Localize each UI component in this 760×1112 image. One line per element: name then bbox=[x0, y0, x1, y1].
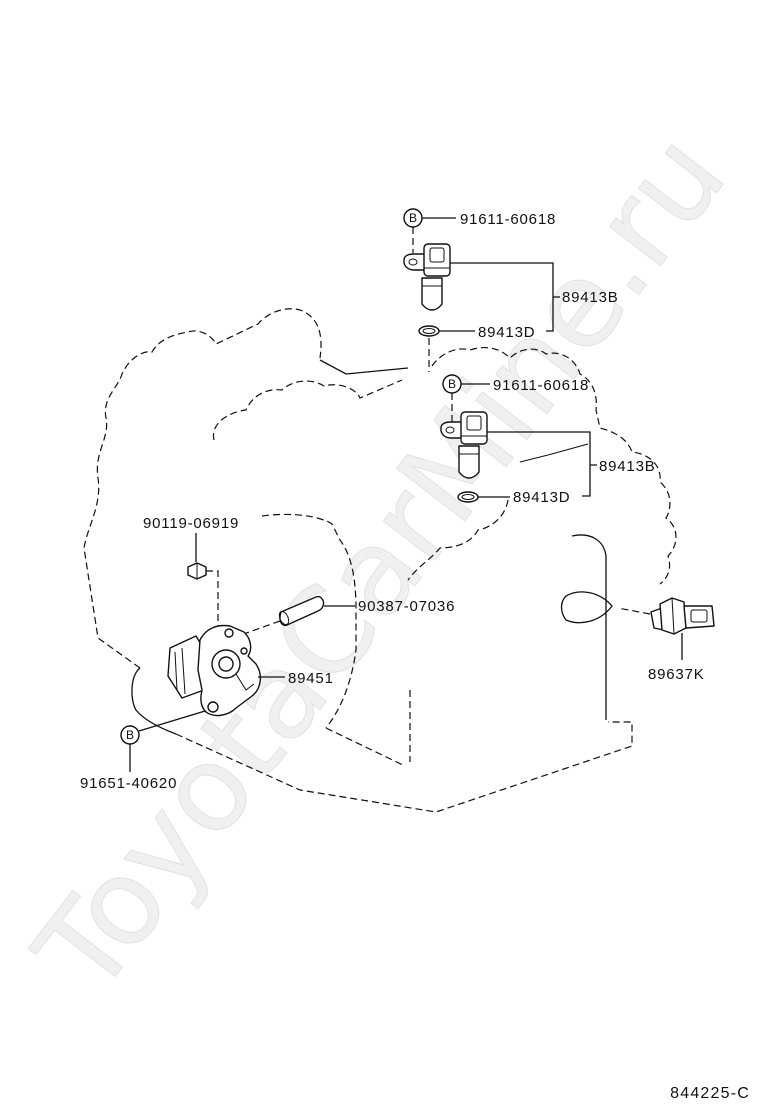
bolt-axis-line bbox=[206, 570, 219, 626]
upper-sensor-number: 89413B bbox=[562, 289, 619, 306]
pin: 90387-07036 bbox=[237, 595, 455, 637]
switch-bolt-number: 90119-06919 bbox=[143, 515, 239, 532]
switch-bolt: 90119-06919 bbox=[143, 515, 239, 626]
leader-line bbox=[138, 710, 206, 732]
case-bottom-outline bbox=[175, 721, 633, 813]
switch-number: 89451 bbox=[288, 670, 334, 687]
case-lower-edge bbox=[325, 727, 406, 767]
connector-socket bbox=[466, 415, 482, 431]
sensor-flange bbox=[403, 253, 427, 271]
bracket-line bbox=[487, 431, 597, 497]
switch-lever bbox=[235, 673, 255, 691]
transmission-outline bbox=[83, 308, 677, 813]
upper-o-ring: 89413D bbox=[418, 324, 535, 372]
mount-hole-lower bbox=[207, 701, 219, 713]
lower-sensor-callout: 89413B bbox=[487, 431, 656, 497]
pin-end bbox=[278, 610, 290, 626]
illustration-code: 844225-C bbox=[670, 1085, 750, 1102]
converter-housing-outline bbox=[431, 346, 677, 585]
connector-socket bbox=[429, 247, 445, 263]
lower-speed-sensor bbox=[440, 411, 488, 479]
upper-sensor-callout: 89413B bbox=[450, 262, 619, 332]
upper-bolt-callout: B 91611-60618 bbox=[403, 208, 556, 253]
sensor-axis-line bbox=[617, 607, 651, 615]
connector-socket bbox=[690, 609, 708, 623]
switch-area-outline bbox=[261, 513, 357, 729]
switch-mount-bolt-number: 91651-40620 bbox=[80, 775, 177, 792]
pin-hole bbox=[240, 647, 248, 655]
side-sensor-number: 89637K bbox=[648, 666, 705, 683]
case-top-edge bbox=[319, 359, 409, 375]
neutral-start-switch: 89451 bbox=[167, 624, 334, 717]
sensor-body bbox=[458, 445, 480, 479]
upper-o-ring-number: 89413D bbox=[478, 324, 535, 341]
flange-hole bbox=[408, 258, 418, 266]
lower-bolt-callout: B 91611-60618 bbox=[442, 374, 589, 422]
switch-mount-bolt-callout: B 91651-40620 bbox=[80, 710, 206, 792]
upper-speed-sensor bbox=[403, 243, 451, 311]
o-ring-inner bbox=[461, 494, 475, 500]
sensor-flange bbox=[440, 421, 464, 439]
o-ring-outer bbox=[457, 491, 479, 503]
o-ring-inner bbox=[422, 328, 436, 334]
hex-edge bbox=[671, 597, 675, 635]
mount-hole-upper bbox=[224, 628, 234, 638]
bracket-line bbox=[450, 262, 560, 332]
lower-o-ring: 89413D bbox=[457, 489, 570, 506]
pin-number: 90387-07036 bbox=[358, 598, 455, 615]
side-sensor: 89637K bbox=[617, 597, 715, 683]
case-inner-outline bbox=[212, 379, 403, 441]
upper-bolt-number: 91611-60618 bbox=[460, 211, 556, 228]
bell-housing-lower-left bbox=[131, 667, 177, 735]
sensor-connector bbox=[683, 605, 715, 629]
connector-ribs bbox=[174, 647, 186, 695]
case-middle-outline bbox=[407, 499, 509, 581]
sensor-body bbox=[421, 277, 443, 311]
case-rib-line bbox=[519, 443, 589, 463]
pin-body bbox=[279, 595, 325, 627]
o-ring-outer bbox=[418, 325, 440, 337]
sensor-connector bbox=[423, 243, 451, 277]
flange-hole bbox=[445, 426, 455, 434]
marker-b-label: B bbox=[126, 728, 134, 742]
watermark: ToyotaCarMine.ru bbox=[9, 109, 752, 1019]
sensor-boss bbox=[560, 591, 613, 624]
marker-b-label: B bbox=[448, 377, 456, 391]
lower-bolt-number: 91611-60618 bbox=[493, 377, 589, 394]
lower-o-ring-number: 89413D bbox=[513, 489, 570, 506]
switch-shaft-hole bbox=[218, 656, 234, 672]
extension-housing-edge bbox=[571, 534, 607, 720]
lower-sensor-number: 89413B bbox=[599, 458, 656, 475]
sensor-connector bbox=[460, 411, 488, 445]
marker-b-label: B bbox=[409, 211, 417, 225]
